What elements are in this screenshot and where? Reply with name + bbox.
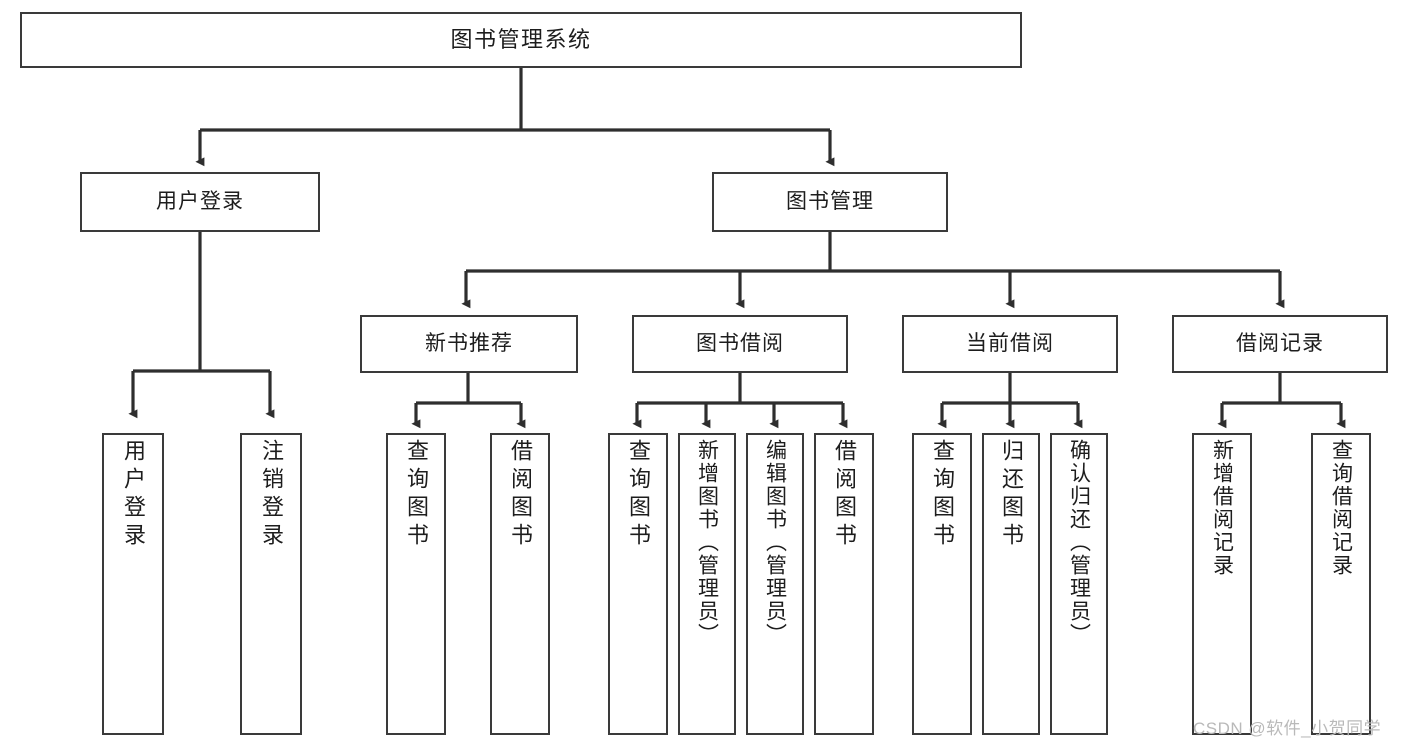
node-new-book-recommend[interactable]: 新书推荐	[360, 315, 578, 373]
node-label: 图书借阅	[696, 331, 784, 355]
node-label: 编辑图书（管理员）	[763, 439, 787, 646]
node-label: 新书推荐	[425, 331, 513, 355]
node-leaf-add-book-admin[interactable]: 新增图书（管理员）	[678, 433, 736, 735]
node-leaf-user-login[interactable]: 用户登录	[102, 433, 164, 735]
node-label: 图书管理系统	[450, 27, 592, 53]
node-label: 新增图书（管理员）	[695, 439, 719, 646]
node-label: 图书管理	[786, 189, 874, 213]
watermark: CSDN @软件_小贺同学	[1193, 719, 1382, 738]
node-book-borrow[interactable]: 图书借阅	[632, 315, 848, 373]
node-borrow-record[interactable]: 借阅记录	[1172, 315, 1388, 373]
node-label: 注销登录	[259, 439, 284, 551]
node-leaf-query-book-1[interactable]: 查询图书	[386, 433, 446, 735]
node-leaf-add-borrow-record[interactable]: 新增借阅记录	[1192, 433, 1252, 735]
node-leaf-confirm-return-admin[interactable]: 确认归还（管理员）	[1050, 433, 1108, 735]
node-label: 借阅记录	[1236, 331, 1324, 355]
node-leaf-borrow-book-1[interactable]: 借阅图书	[490, 433, 550, 735]
node-leaf-edit-book-admin[interactable]: 编辑图书（管理员）	[746, 433, 804, 735]
node-user-login[interactable]: 用户登录	[80, 172, 320, 232]
node-leaf-query-book-3[interactable]: 查询图书	[912, 433, 972, 735]
node-label: 用户登录	[121, 439, 146, 551]
node-leaf-logout[interactable]: 注销登录	[240, 433, 302, 735]
node-label: 查询图书	[626, 439, 651, 551]
node-root-system[interactable]: 图书管理系统	[20, 12, 1022, 68]
node-book-management[interactable]: 图书管理	[712, 172, 948, 232]
node-label: 查询借阅记录	[1329, 439, 1353, 577]
node-leaf-return-book[interactable]: 归还图书	[982, 433, 1040, 735]
node-label: 查询图书	[930, 439, 955, 551]
node-label: 借阅图书	[832, 439, 857, 551]
node-label: 新增借阅记录	[1210, 439, 1234, 577]
node-label: 借阅图书	[508, 439, 533, 551]
node-leaf-borrow-book-2[interactable]: 借阅图书	[814, 433, 874, 735]
node-label: 用户登录	[156, 189, 244, 213]
node-label: 确认归还（管理员）	[1067, 439, 1091, 646]
node-label: 当前借阅	[966, 331, 1054, 355]
node-label: 归还图书	[999, 439, 1024, 551]
node-leaf-query-book-2[interactable]: 查询图书	[608, 433, 668, 735]
node-leaf-query-borrow-record[interactable]: 查询借阅记录	[1311, 433, 1371, 735]
node-current-borrow[interactable]: 当前借阅	[902, 315, 1118, 373]
node-label: 查询图书	[404, 439, 429, 551]
